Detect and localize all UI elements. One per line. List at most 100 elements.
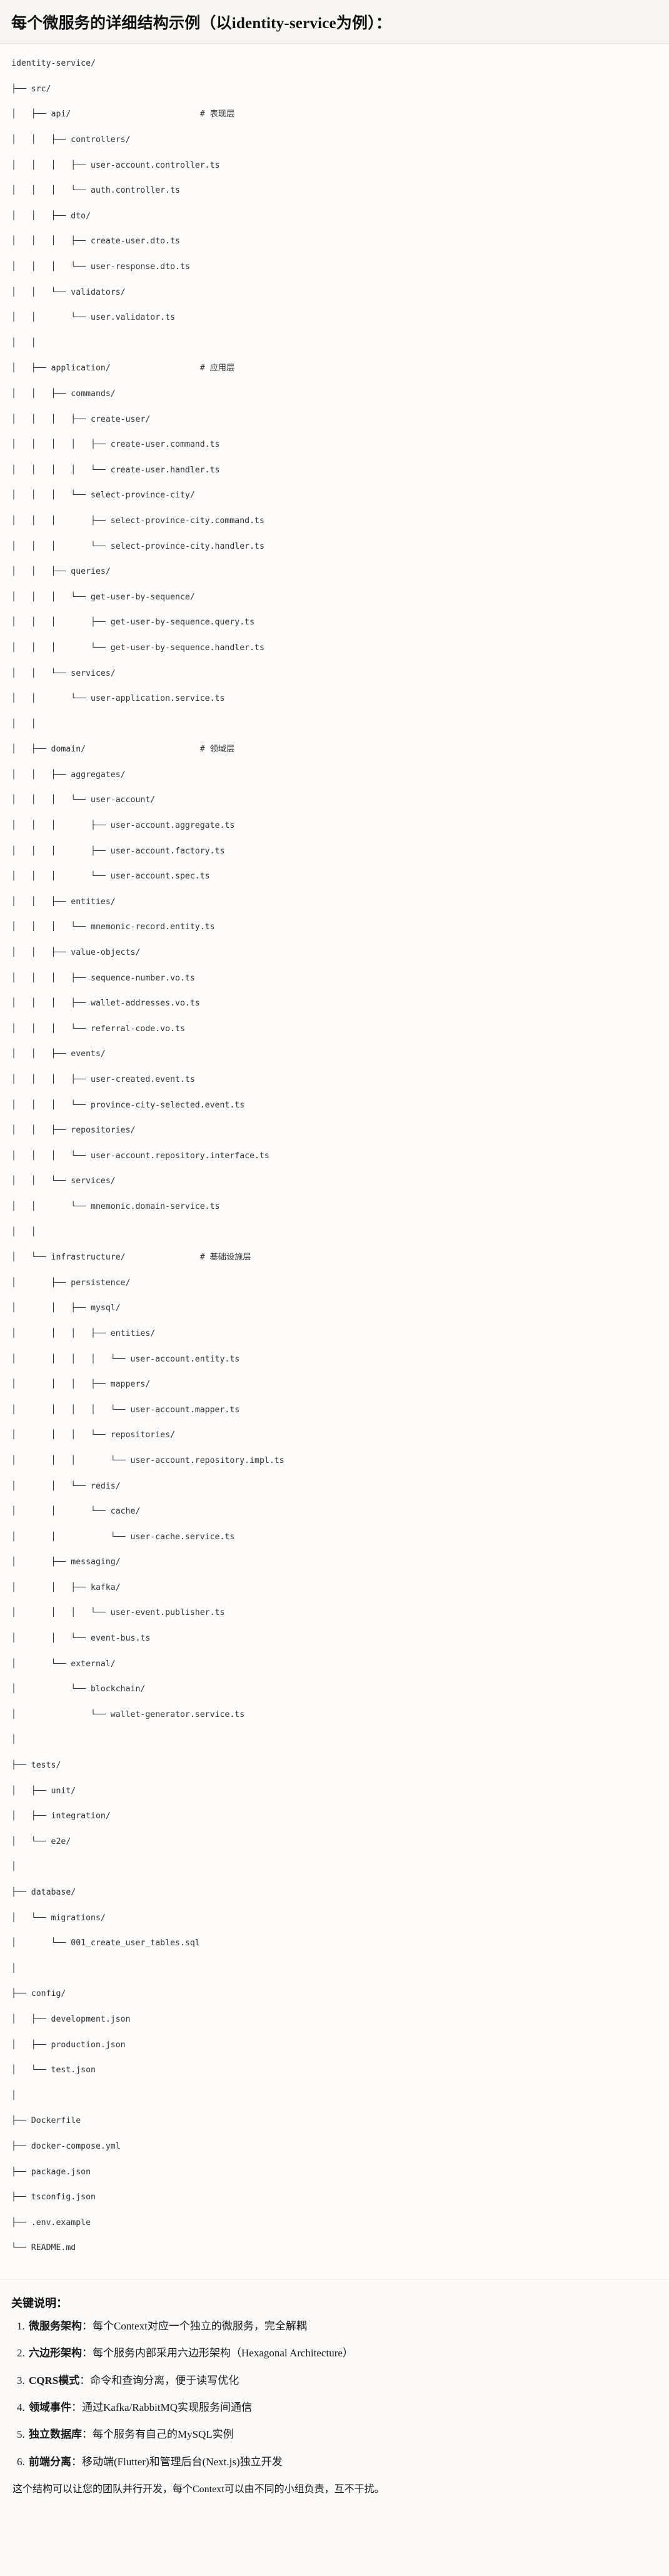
tree-line: │ └── test.json (11, 2065, 96, 2075)
tree-line: │ │ │ ├── sequence-number.vo.ts (11, 973, 195, 983)
tree-line: │ (11, 2090, 16, 2100)
key-note-item: CQRS模式：命令和查询分离，便于读写优化 (28, 2373, 658, 2389)
tree-line: │ │ └── user-application.service.ts (11, 694, 225, 704)
key-note-term: 领域事件 (29, 2401, 71, 2413)
tree-line: │ └── wallet-generator.service.ts (11, 1709, 245, 1719)
tree-line: │ ├── persistence/ (11, 1278, 131, 1288)
directory-tree-block: identity-service/ ├── src/ │ ├── api/ # … (0, 44, 669, 2279)
key-notes-list: 微服务架构：每个Context对应一个独立的微服务，完全解耦六边形架构：每个服务… (11, 2318, 658, 2470)
directory-tree-code: identity-service/ ├── src/ │ ├── api/ # … (11, 58, 658, 2254)
tree-line: │ │ └── validators/ (11, 287, 126, 297)
tree-line: │ │ │ ├── mappers/ (11, 1380, 151, 1390)
tree-line: │ ├── production.json (11, 2040, 126, 2050)
key-note-term: 前端分离 (29, 2455, 71, 2468)
tree-line: ├── src/ (11, 84, 51, 94)
tree-line: │ │ └── redis/ (11, 1481, 121, 1491)
tree-line: │ │ │ │ └── create-user.handler.ts (11, 465, 220, 475)
header-block: 每个微服务的详细结构示例（以identity-service为例）： (0, 0, 669, 44)
key-note-description: 命令和查询分离，便于读写优化 (90, 2374, 239, 2386)
tree-line: ├── Dockerfile (11, 2116, 81, 2126)
key-note-separator: ： (71, 2401, 82, 2413)
tree-line: │ └── 001_create_user_tables.sql (11, 1938, 200, 1948)
tree-line: │ ├── api/ # 表现层 (11, 109, 235, 120)
tree-line: │ ├── development.json (11, 2014, 131, 2024)
key-note-item: 六边形架构：每个服务内部采用六边形架构（Hexagonal Architectu… (28, 2345, 658, 2361)
tree-line: │ (11, 1735, 16, 1745)
tree-line: ├── package.json (11, 2167, 91, 2177)
key-note-separator: ： (79, 2374, 91, 2386)
key-note-item: 前端分离：移动端(Flutter)和管理后台(Next.js)独立开发 (28, 2454, 658, 2470)
tree-line: │ │ │ └── select-province-city.handler.t… (11, 541, 264, 551)
key-note-separator: ： (82, 2347, 93, 2360)
tree-line: │ (11, 1862, 16, 1872)
tree-line: │ │ │ └── user-account.spec.ts (11, 872, 210, 882)
tree-line: ├── config/ (11, 1989, 66, 1999)
key-note-item: 独立数据库：每个服务有自己的MySQL实例 (28, 2426, 658, 2443)
tree-line: │ ├── messaging/ (11, 1557, 121, 1567)
tree-line: │ │ ├── value-objects/ (11, 948, 141, 958)
tree-line: │ │ │ │ └── user-account.entity.ts (11, 1354, 240, 1364)
tree-line: │ │ │ ├── select-province-city.command.t… (11, 516, 264, 526)
tree-line: │ ├── domain/ # 领域层 (11, 745, 235, 755)
tree-line: │ │ (11, 338, 36, 348)
tree-line: │ │ (11, 1227, 36, 1237)
tree-line: │ │ │ ├── create-user/ (11, 414, 151, 424)
tree-line: │ ├── integration/ (11, 1811, 111, 1821)
tree-line: │ │ └── mnemonic.domain-service.ts (11, 1201, 220, 1211)
tree-line: │ │ │ └── auth.controller.ts (11, 186, 180, 196)
tree-line: ├── tsconfig.json (11, 2192, 96, 2202)
document-page: 每个微服务的详细结构示例（以identity-service为例）： ident… (0, 0, 669, 2514)
tree-line: │ │ │ └── mnemonic-record.entity.ts (11, 922, 215, 932)
tree-line: │ │ │ └── user-event.publisher.ts (11, 1608, 225, 1618)
tree-line: │ │ │ └── user-account.repository.impl.t… (11, 1455, 284, 1465)
tree-line: │ │ │ ├── create-user.dto.ts (11, 237, 180, 247)
tree-line-comment: # 表现层 (199, 109, 235, 120)
tree-line: │ │ │ ├── user-created.event.ts (11, 1075, 195, 1084)
key-note-separator: ： (82, 2319, 93, 2332)
tree-line-comment: # 应用层 (199, 364, 235, 374)
tree-line: │ │ │ └── user-response.dto.ts (11, 262, 190, 272)
tree-line: │ │ │ └── referral-code.vo.ts (11, 1024, 185, 1034)
key-note-separator: ： (71, 2455, 82, 2468)
tree-line-comment: # 领域层 (199, 745, 235, 755)
tree-line: │ │ ├── queries/ (11, 567, 111, 577)
tree-line: │ ├── unit/ (11, 1786, 76, 1796)
key-note-item: 微服务架构：每个Context对应一个独立的微服务，完全解耦 (28, 2318, 658, 2334)
closing-paragraph: 这个结构可以让您的团队并行开发，每个Context可以由不同的小组负责，互不干扰… (13, 2483, 385, 2495)
tree-line: │ │ └── event-bus.ts (11, 1634, 151, 1644)
tree-line: ├── database/ (11, 1888, 76, 1897)
tree-line: │ │ │ ├── user-account.aggregate.ts (11, 821, 235, 831)
tree-line: │ │ │ └── select-province-city/ (11, 491, 195, 501)
tree-line: │ │ ├── commands/ (11, 389, 116, 399)
key-notes-title: 关键说明： (11, 2296, 68, 2309)
tree-line: │ │ ├── dto/ (11, 211, 91, 221)
key-note-term: CQRS模式 (29, 2374, 80, 2386)
tree-line: │ │ └── services/ (11, 668, 116, 678)
key-note-term: 微服务架构 (29, 2319, 82, 2332)
tree-line: │ │ └── services/ (11, 1176, 116, 1186)
key-note-description: 通过Kafka/RabbitMQ实现服务间通信 (82, 2401, 252, 2413)
tree-line: ├── tests/ (11, 1761, 61, 1771)
tree-line: │ └── external/ (11, 1659, 116, 1669)
tree-line: │ │ │ │ └── user-account.mapper.ts (11, 1405, 240, 1415)
tree-line: │ │ └── user-cache.service.ts (11, 1532, 235, 1542)
key-note-description: 移动端(Flutter)和管理后台(Next.js)独立开发 (82, 2455, 283, 2468)
tree-line: │ │ ├── entities/ (11, 897, 116, 907)
tree-line: │ ├── application/ # 应用层 (11, 364, 235, 374)
tree-line: │ │ (11, 719, 36, 729)
tree-line: │ │ │ ├── user-account.controller.ts (11, 160, 220, 170)
tree-line: │ │ ├── mysql/ (11, 1303, 121, 1313)
tree-line: │ (11, 1963, 16, 1973)
key-note-description: 每个Context对应一个独立的微服务，完全解耦 (93, 2319, 307, 2332)
tree-line: │ │ │ └── user-account/ (11, 795, 156, 805)
tree-line: │ │ ├── controllers/ (11, 135, 131, 145)
tree-line: │ └── migrations/ (11, 1913, 106, 1923)
tree-line: │ │ │ ├── entities/ (11, 1328, 156, 1338)
tree-line: │ │ │ │ ├── create-user.command.ts (11, 440, 220, 450)
tree-line: ├── .env.example (11, 2217, 91, 2227)
tree-line: │ │ │ └── province-city-selected.event.t… (11, 1100, 245, 1110)
tree-line: │ │ ├── kafka/ (11, 1582, 121, 1592)
tree-line: │ │ │ └── repositories/ (11, 1430, 176, 1440)
tree-line: │ └── blockchain/ (11, 1684, 146, 1694)
tree-line-comment: # 基础设施层 (199, 1253, 251, 1263)
